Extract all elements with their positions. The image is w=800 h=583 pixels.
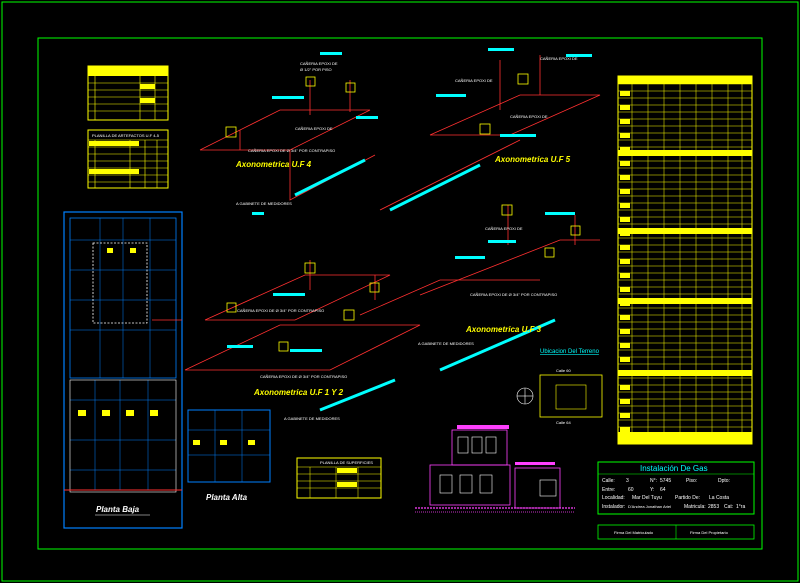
tb-label-localidad: Localidad: (602, 495, 625, 501)
calle60-label: Calle 60 (556, 368, 571, 373)
tb-label-instalador: Instalador: (602, 504, 625, 510)
axo3-title: Axonometrica U.F 3 (465, 325, 542, 334)
tb-label-calle: Calle: (602, 478, 615, 484)
axo12-note1: CAÑERIA EPOXI DE Ø 3/4" POR CONTRAPISO (237, 308, 324, 313)
tb-val-numero: 5745 (660, 478, 671, 484)
axo4-note3: CAÑERIA EPOXI DE (295, 126, 333, 131)
axo-uf12: CAÑERIA EPOXI DE Ø 3/4" POR CONTRAPISO C… (184, 260, 421, 421)
planta-baja-title: Planta Baja (96, 505, 140, 514)
axo4-note2: Ø 1/2" POR PISO (300, 67, 332, 72)
table-top-left (87, 65, 169, 121)
axo-uf4: CAÑERIA EPOXI DE Ø 1/2" POR PISO CAÑERIA… (199, 52, 378, 215)
axo4-title: Axonometrica U.F 4 (235, 160, 312, 169)
calle64-label: Calle 64 (556, 420, 571, 425)
axo5-title: Axonometrica U.F 5 (494, 155, 571, 164)
tb-val-matricula: 2853 (708, 504, 719, 510)
axo5-note3: CAÑERIA EPOXI DE (510, 114, 548, 119)
tb-val-instalador: D'Andrea Jonathan Ariel (628, 504, 671, 509)
tb-val-localidad: Mar Del Tuyu (632, 495, 662, 501)
planta-alta-title: Planta Alta (206, 493, 248, 502)
tb-val-calle: 3 (626, 478, 629, 484)
axo3-note1: CAÑERIA EPOXI DE (485, 226, 523, 231)
tb-label-entre: Entre: (602, 487, 615, 493)
tb-val-partido: La Costa (709, 495, 729, 501)
tb-label-cat: Cat: (724, 504, 733, 510)
axo3-note2: CAÑERIA EPOXI DE Ø 3/4" POR CONTRAPISO (470, 292, 557, 297)
axo12-gabinete: A GABINETE DE MEDIDORES (284, 416, 340, 421)
axo4-note4: CAÑERIA EPOXI DE Ø 3/4" POR CONTRAPISO (248, 148, 335, 153)
ubicacion-title: Ubicacion Del Terreno (540, 349, 600, 355)
axo-uf3: CAÑERIA EPOXI DE CAÑERIA EPOXI DE Ø 3/4"… (359, 204, 600, 372)
tb-label-dpto: Dpto: (718, 478, 730, 484)
planta-baja-plan: Planta Baja (63, 211, 183, 529)
sheet-border-inner (37, 37, 763, 550)
table-superficies-title: PLANILLA DE SUPERFICIES (320, 460, 373, 465)
tb-label-partido: Partido De: (675, 495, 700, 501)
table-right (617, 75, 753, 445)
axo4-note1: CAÑERIA EPOXI DE (300, 61, 338, 66)
site-location: Ubicacion Del Terreno Calle 60 Calle 64 (516, 349, 603, 425)
tb-label-matricula: Matricula: (684, 504, 706, 510)
tb-val-entre1: 60 (628, 487, 634, 493)
table-superficies: PLANILLA DE SUPERFICIES (296, 457, 382, 499)
table-artefactos: PLANILLA DE ARTEFACTOS U.F 4-5 (87, 129, 169, 189)
title-block-title: Instalación De Gas (640, 464, 708, 473)
planta-alta-plan: Planta Alta (187, 409, 271, 502)
tb-val-entre2: 64 (660, 487, 666, 493)
axo12-title: Axonometrica U.F 1 Y 2 (253, 388, 344, 397)
axo4-gabinete: A GABINETE DE MEDIDORES (236, 201, 292, 206)
axo5-note2: CAÑERIA EPOXI DE (455, 78, 493, 83)
axo3-gabinete: A GABINETE DE MEDIDORES (418, 341, 474, 346)
firma-matriculado: Firma Del Matriculado (614, 530, 654, 535)
tb-label-y: Y: (650, 487, 654, 493)
axo5-note1: CAÑERIA EPOXI DE (540, 56, 578, 61)
tb-label-numero: N°: (650, 478, 657, 484)
axo-uf5: CAÑERIA EPOXI DE CAÑERIA EPOXI DE CAÑERI… (379, 48, 601, 212)
axo12-note2: CAÑERIA EPOXI DE Ø 3/4" POR CONTRAPISO (260, 374, 347, 379)
table-artefactos-title: PLANILLA DE ARTEFACTOS U.F 4-5 (92, 133, 160, 138)
title-block: Instalación De Gas Calle: 3 N°: 5745 Pis… (597, 461, 755, 540)
firma-propietario: Firma Del Propietario (690, 530, 729, 535)
gabinete-elevation (415, 425, 575, 513)
tb-val-cat: 1°ra (736, 504, 745, 510)
tb-label-piso: Piso: (686, 478, 697, 484)
